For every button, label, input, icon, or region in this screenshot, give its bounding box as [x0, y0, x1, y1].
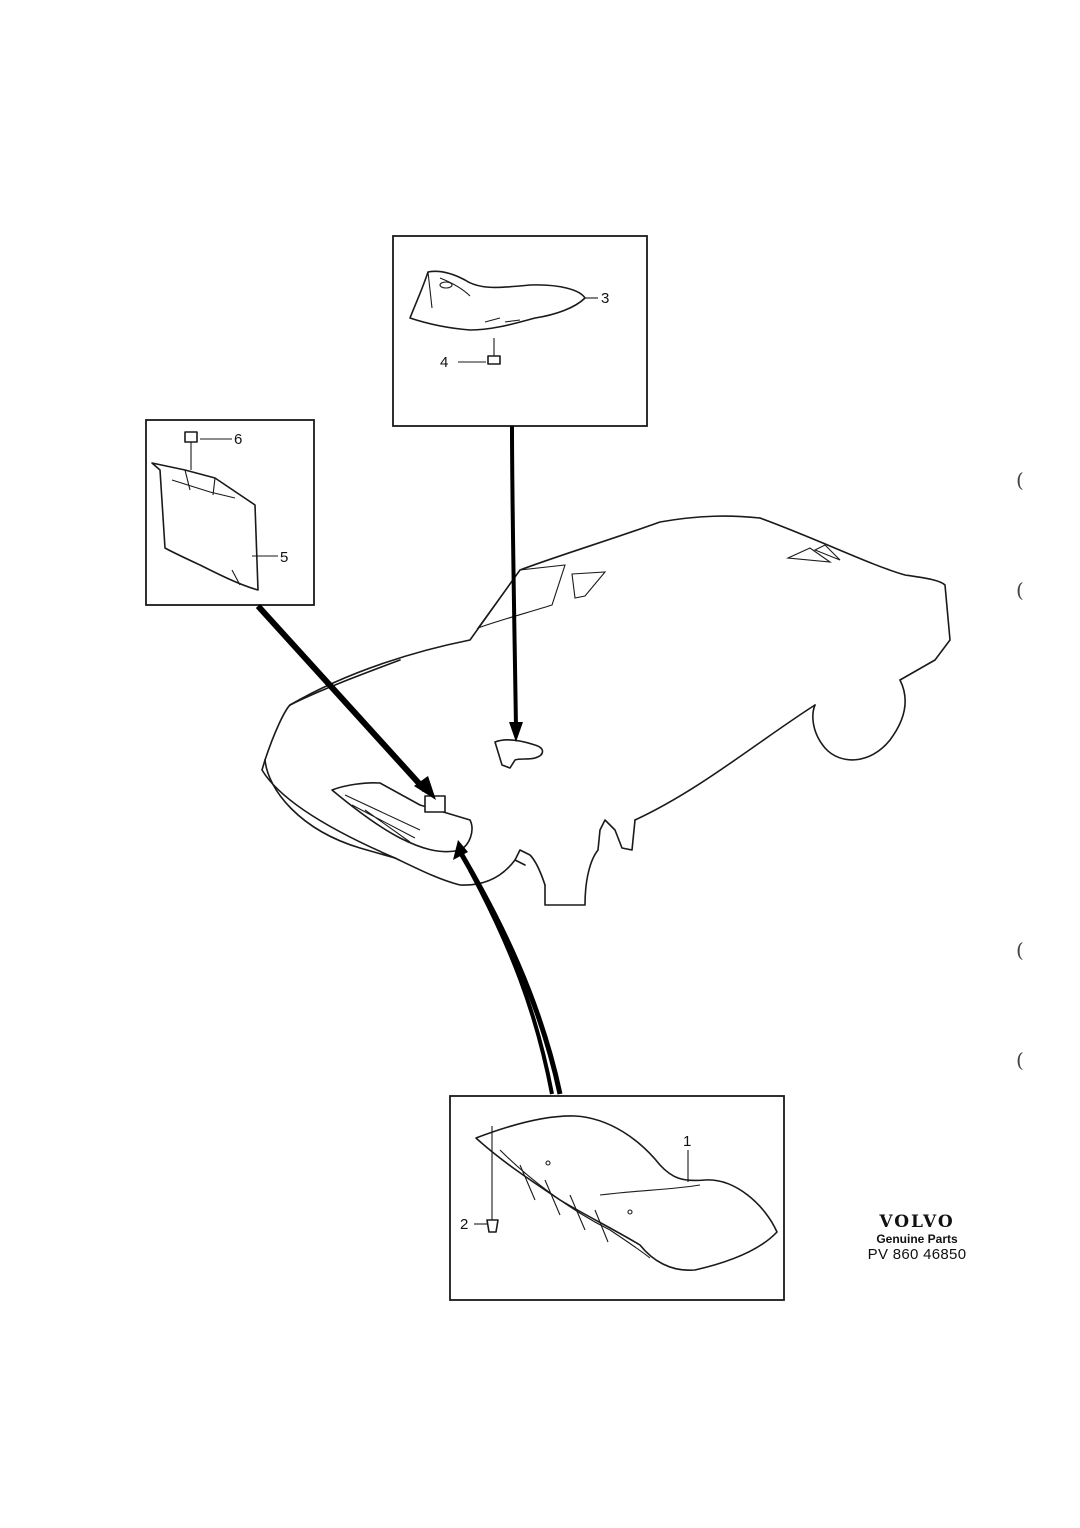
- volvo-logo: VOLVO: [879, 1212, 955, 1232]
- detail-box-top: [392, 235, 648, 427]
- callout-1: 1: [683, 1133, 691, 1150]
- car-outline: [261, 515, 951, 906]
- leader-arrows: [255, 425, 563, 1095]
- part-2-clip-drawing: [486, 1126, 499, 1233]
- detail-box-bottom: [449, 1095, 785, 1301]
- margin-hole-mark: (: [1016, 468, 1024, 492]
- part-3-bracket-drawing: [409, 270, 586, 331]
- part-6-screw-drawing: [184, 431, 198, 470]
- callout-6: 6: [234, 431, 242, 448]
- margin-hole-mark: (: [1016, 1048, 1024, 1072]
- margin-hole-mark: (: [1016, 578, 1024, 602]
- volvo-brand-block: VOLVO Genuine Parts PV 860 46850: [862, 1212, 972, 1264]
- callout-5: 5: [280, 549, 288, 566]
- part-4-screw-drawing: [487, 338, 501, 365]
- part-1-splash-shield-drawing: [475, 1115, 778, 1271]
- callout-2: 2: [460, 1216, 468, 1233]
- callout-3: 3: [601, 290, 609, 307]
- part-5-shield-drawing: [151, 462, 259, 591]
- margin-hole-mark: (: [1016, 938, 1024, 962]
- detail-box-left: [145, 419, 315, 606]
- genuine-parts-label: Genuine Parts: [876, 1232, 958, 1246]
- callout-4: 4: [440, 354, 448, 371]
- diagram-reference-number: PV 860 46850: [867, 1246, 967, 1263]
